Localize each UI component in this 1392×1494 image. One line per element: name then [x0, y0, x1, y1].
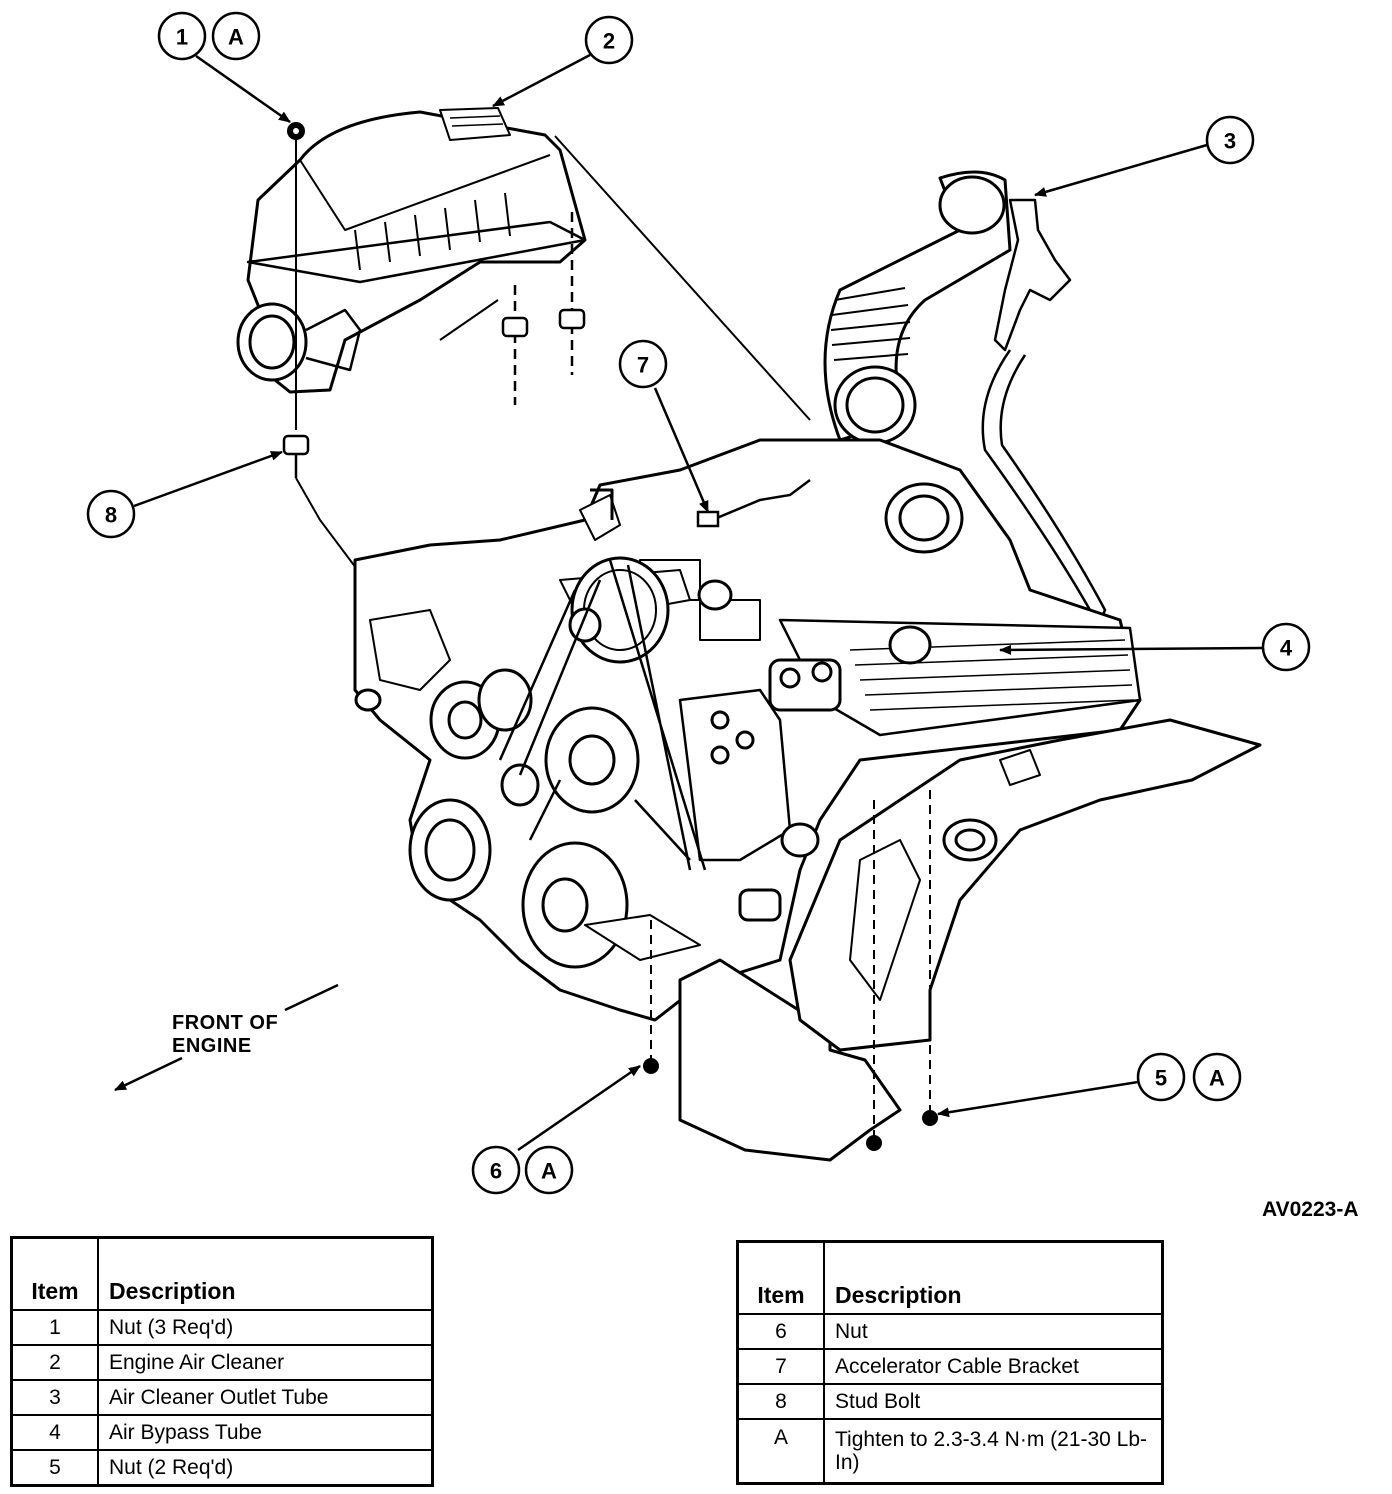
- leader-lines: [439, 135, 811, 421]
- fender-panel: [788, 718, 1262, 1052]
- description-cell: Tighten to 2.3-3.4 N·m (21-30 Lb-In): [823, 1418, 1164, 1485]
- table-row: 3 Air Cleaner Outlet Tube: [10, 1379, 434, 1416]
- item-cell: A: [736, 1418, 825, 1485]
- callout-4-label: 4: [1280, 636, 1293, 661]
- description-cell: Air Bypass Tube: [97, 1414, 434, 1451]
- callout-4: [1261, 622, 1311, 672]
- description-cell: Air Cleaner Outlet Tube: [97, 1379, 434, 1416]
- callout-5: [1136, 1052, 1186, 1102]
- table-row: 8 Stud Bolt: [736, 1383, 1164, 1420]
- nut: [643, 1058, 938, 1151]
- engine-diagram: 1 A 2 3 4 5 A 6 A 7 8: [86, 11, 1311, 1195]
- callout-6-label: 6: [490, 1159, 502, 1184]
- description-cell: Nut (3 Req'd): [97, 1309, 434, 1346]
- table-row: 6 Nut: [736, 1313, 1164, 1350]
- table-row: 7 Accelerator Cable Bracket: [736, 1348, 1164, 1385]
- description-cell: Engine Air Cleaner: [97, 1344, 434, 1381]
- item-cell: 3: [10, 1379, 99, 1416]
- description-cell: Accelerator Cable Bracket: [823, 1348, 1164, 1385]
- legend-header-row: Item Description: [736, 1240, 1164, 1315]
- air-cleaner-outlet-tube: [823, 170, 1072, 445]
- callout-1-label: 1: [176, 25, 188, 50]
- accessory-pulleys: [408, 556, 707, 969]
- callout-6-tag: [524, 1145, 574, 1195]
- front-label-line-1: FRONT OF: [172, 1012, 279, 1034]
- callout-5-label: 5: [1155, 1066, 1167, 1091]
- description-cell: Stud Bolt: [823, 1383, 1164, 1420]
- callout-5-tag: [1192, 1052, 1242, 1102]
- engine-bracket: [584, 914, 902, 1162]
- mounting-stud-lines: [650, 790, 931, 1140]
- front-of-engine-label: FRONT OF ENGINE: [172, 1012, 278, 1058]
- description-cell: Nut (2 Req'd): [97, 1449, 434, 1487]
- description-header: Description: [97, 1236, 434, 1311]
- description-header: Description: [823, 1240, 1164, 1315]
- callout-1-tag: [211, 11, 261, 61]
- front-label-line-2: ENGINE: [172, 1035, 252, 1057]
- table-row: 2 Engine Air Cleaner: [10, 1344, 434, 1381]
- item-cell: 2: [10, 1344, 99, 1381]
- table-row: 1 Nut (3 Req'd): [10, 1309, 434, 1346]
- callout-6: [471, 1145, 521, 1195]
- callout-8-label: 8: [105, 503, 117, 528]
- item-header: Item: [10, 1236, 99, 1311]
- front-of-engine-arrow: [114, 983, 339, 1092]
- item-cell: 4: [10, 1414, 99, 1451]
- callout-1: [157, 11, 207, 61]
- figure-id: AV0223-A: [1262, 1198, 1359, 1221]
- air-cleaner-studs: [295, 140, 586, 430]
- nut: [287, 122, 305, 140]
- description-cell: Nut: [823, 1313, 1164, 1350]
- item-cell: 6: [736, 1313, 825, 1350]
- item-cell: 7: [736, 1348, 825, 1385]
- item-cell: 5: [10, 1449, 99, 1487]
- callout-arrows: [133, 53, 1264, 1152]
- callout-6-tag-label: A: [541, 1159, 557, 1184]
- item-header: Item: [736, 1240, 825, 1315]
- callout-7: [618, 339, 668, 389]
- callout-2: [584, 15, 634, 65]
- item-cell: 1: [10, 1309, 99, 1346]
- callout-7-label: 7: [637, 353, 649, 378]
- callout-8: [86, 489, 136, 539]
- callout-5-tag-label: A: [1209, 1066, 1225, 1091]
- callout-1-tag-label: A: [228, 25, 244, 50]
- legend-table-left: Item Description 1 Nut (3 Req'd) 2 Engin…: [10, 1236, 434, 1487]
- table-row: A Tighten to 2.3-3.4 N·m (21-30 Lb-In): [736, 1418, 1164, 1485]
- legend-header-row: Item Description: [10, 1236, 434, 1311]
- table-row: 4 Air Bypass Tube: [10, 1414, 434, 1451]
- table-row: 5 Nut (2 Req'd): [10, 1449, 434, 1487]
- engine-air-cleaner: [236, 107, 587, 394]
- callout-2-label: 2: [603, 29, 615, 54]
- item-cell: 8: [736, 1383, 825, 1420]
- callout-3-label: 3: [1224, 129, 1236, 154]
- callout-3: [1205, 115, 1255, 165]
- legend-table-right: Item Description 6 Nut 7 Accelerator Cab…: [736, 1240, 1164, 1485]
